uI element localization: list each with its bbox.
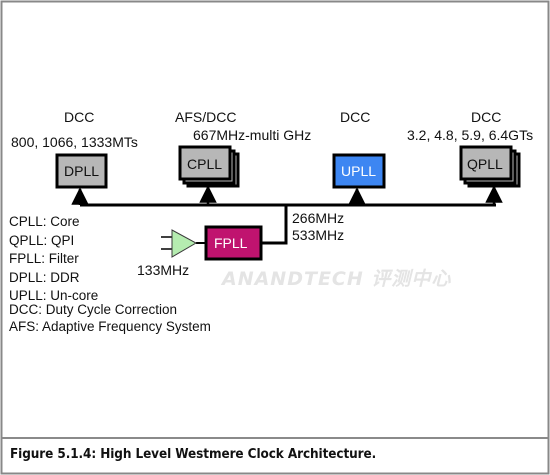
qpll-top-label: DCC — [471, 109, 502, 125]
upll-name: UPLL — [341, 163, 377, 179]
qpll-rate-label: 3.2, 4.8, 5.9, 6.4GTs — [407, 127, 534, 143]
upll-top-label: DCC — [340, 109, 371, 125]
input-buffer-triangle — [171, 229, 198, 258]
legend-item: FPLL: Filter — [9, 251, 79, 266]
dpll-top-label: DCC — [64, 109, 95, 125]
legend-item: DCC: Duty Cycle Correction — [9, 302, 178, 317]
figure-caption: Figure 5.1.4: High Level Westmere Clock … — [10, 447, 377, 462]
legend-item: CPLL: Core — [9, 214, 80, 229]
qpll-box — [459, 145, 513, 181]
dpll-rate-label: 800, 1066, 1333MTs — [11, 134, 138, 150]
watermark-logo: ANANDTECH 评测中心 — [222, 268, 452, 290]
bus-freq-266: 266MHz — [292, 210, 345, 226]
legend-item: QPLL: QPI — [9, 233, 75, 248]
qpll-name: QPLL — [467, 156, 503, 172]
cpll-name: CPLL — [187, 156, 223, 172]
dpll-box — [55, 153, 108, 189]
input-freq-label: 133MHz — [137, 262, 190, 278]
legend-item: DPLL: DDR — [9, 270, 80, 285]
cpll-box — [178, 145, 232, 181]
upll-box — [332, 153, 386, 189]
legend-item: AFS: Adaptive Frequency System — [9, 319, 211, 334]
cpll-top-label: AFS/DCC — [175, 109, 237, 125]
dpll-name: DPLL — [64, 163, 100, 179]
legend-item: UPLL: Un-core — [9, 288, 99, 303]
bus-freq-533: 533MHz — [292, 227, 345, 243]
cpll-rate-label: 667MHz-multi GHz — [193, 127, 312, 143]
fpll-name: FPLL — [214, 235, 248, 251]
